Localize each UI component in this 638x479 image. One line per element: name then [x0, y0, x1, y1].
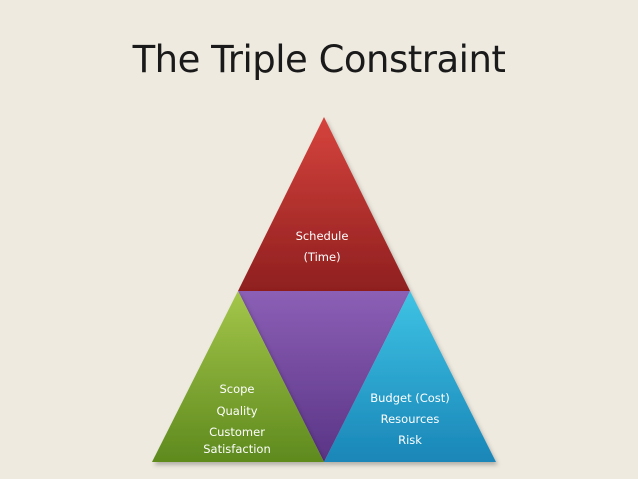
- schedule-label-1: Schedule: [296, 229, 349, 243]
- triangle-budget: [324, 291, 496, 462]
- triangle-scope: [152, 291, 324, 462]
- scope-label-3: Customer: [209, 425, 265, 439]
- budget-label-1: Budget (Cost): [370, 391, 450, 405]
- slide-title: The Triple Constraint: [132, 38, 506, 81]
- triangle-center: [238, 291, 410, 462]
- schedule-label-2: (Time): [303, 250, 340, 264]
- scope-label-1: Scope: [219, 382, 254, 396]
- scope-label-4: Satisfaction: [203, 442, 271, 456]
- triangle-schedule: [238, 117, 410, 291]
- budget-label-3: Risk: [398, 433, 422, 447]
- scope-label-2: Quality: [216, 404, 257, 418]
- budget-label-2: Resources: [381, 412, 440, 426]
